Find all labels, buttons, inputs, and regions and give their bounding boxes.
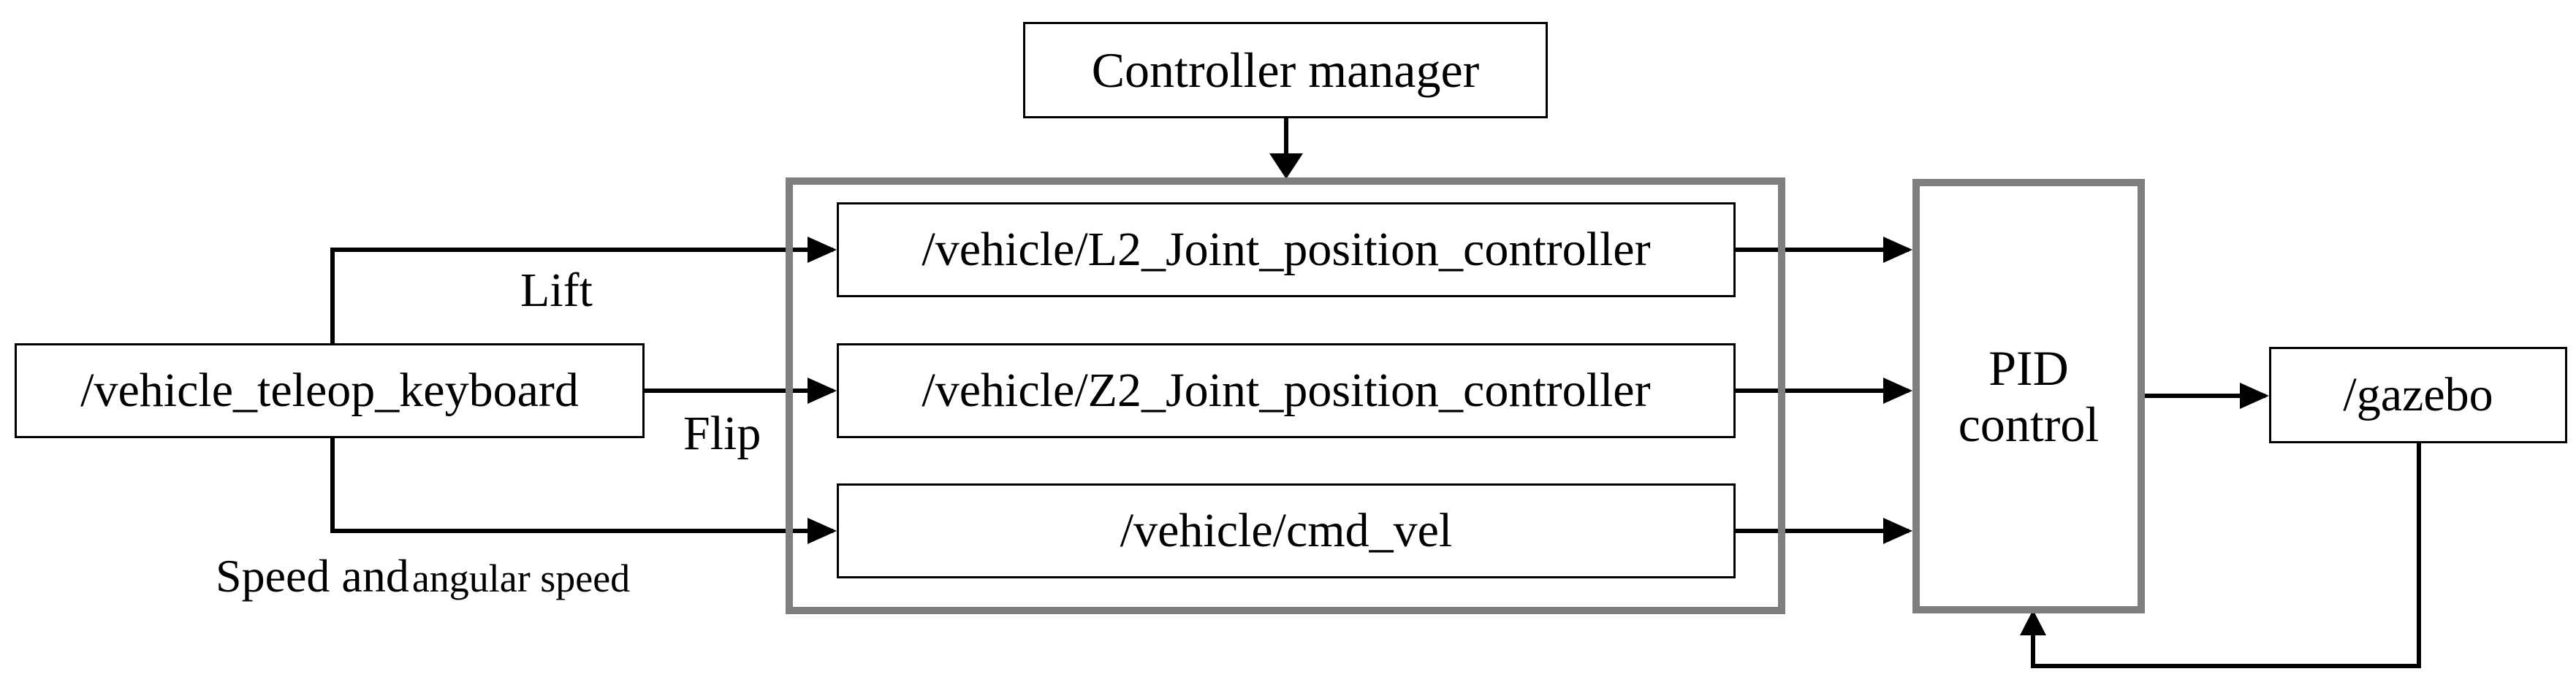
arrowhead-lift	[808, 237, 837, 263]
gazebo-node: /gazebo	[2269, 347, 2567, 443]
pid-label-line2: control	[1958, 396, 2100, 452]
teleop-keyboard-node: /vehicle_teleop_keyboard	[15, 343, 645, 438]
l2-controller-node: /vehicle/L2_Joint_position_controller	[837, 202, 1736, 297]
l2-controller-label: /vehicle/L2_Joint_position_controller	[922, 223, 1651, 277]
controllers-group	[786, 177, 1785, 614]
z2-controller-label: /vehicle/Z2_Joint_position_controller	[922, 364, 1651, 418]
arrowhead-feedback	[2020, 610, 2046, 635]
cmd-vel-label: /vehicle/cmd_vel	[1120, 504, 1453, 558]
arrowhead-l2-pid	[1883, 237, 1912, 263]
teleop-keyboard-label: /vehicle_teleop_keyboard	[80, 364, 579, 418]
controller-manager-label: Controller manager	[1091, 42, 1480, 98]
edge-label-speed-part2: angular speed	[411, 556, 631, 600]
edge-label-speed: Speed and angular speed	[216, 549, 630, 603]
edge-label-speed-part1: Speed and	[216, 550, 409, 602]
arrowhead-manager	[1269, 153, 1303, 179]
arrow-lift	[330, 248, 833, 343]
arrowhead-z2-pid	[1883, 378, 1912, 404]
controller-manager-node: Controller manager	[1023, 22, 1548, 118]
arrow-gazebo-feedback	[2031, 442, 2421, 668]
gazebo-label: /gazebo	[2343, 368, 2493, 422]
arrowhead-pid-gazebo	[2240, 383, 2269, 409]
pid-label-line1: PID	[1988, 340, 2069, 397]
arrowhead-flip	[808, 378, 837, 404]
edge-label-flip: Flip	[683, 407, 761, 460]
arrowhead-speed	[808, 518, 837, 544]
arrow-speed	[330, 437, 833, 533]
arrowhead-cmdvel-pid	[1883, 518, 1912, 544]
pid-control-node: PID control	[1912, 179, 2145, 613]
cmd-vel-node: /vehicle/cmd_vel	[837, 483, 1736, 578]
z2-controller-node: /vehicle/Z2_Joint_position_controller	[837, 343, 1736, 438]
edge-label-lift: Lift	[520, 264, 593, 317]
